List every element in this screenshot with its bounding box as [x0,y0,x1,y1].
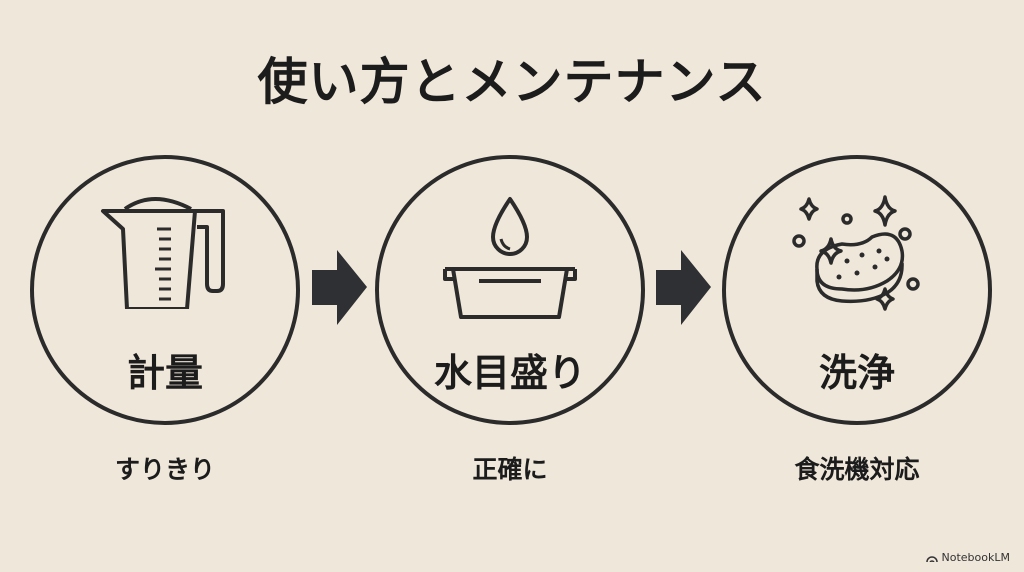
water-drop-bowl-icon [443,197,577,319]
step-label: 洗浄 [818,351,895,395]
measuring-cup-icon [101,197,225,309]
step-caption: 正確に [472,455,548,484]
step-circle-wash: 洗浄 [722,155,992,425]
slide-title: 使い方とメンテナンス [257,53,767,111]
arrow-right-icon [312,250,367,325]
step-circle-water: 水目盛り [375,155,645,425]
brand-watermark: NotebookLM [925,551,1010,564]
step-label: 水目盛り [433,351,586,395]
notebooklm-logo-icon [925,556,938,562]
sparkling-sponge-icon [792,195,920,311]
arrow-right-icon [656,250,711,325]
step-caption: すりきり [114,455,215,484]
step-circle-measure: 計量 [30,155,300,425]
brand-name: NotebookLM [941,551,1010,564]
step-label: 計量 [126,351,203,395]
step-caption: 食洗機対応 [794,455,920,484]
